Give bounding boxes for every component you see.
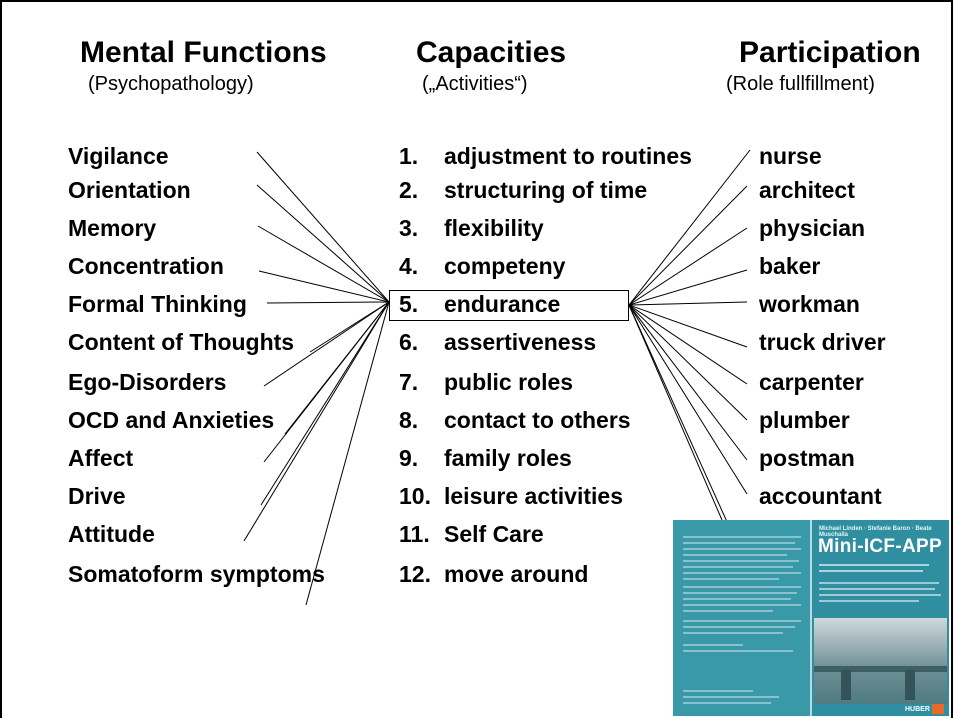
capacity-item: 10. leisure activities bbox=[399, 482, 623, 510]
capacity-item: 2. structuring of time bbox=[399, 176, 647, 204]
capacity-number: 10. bbox=[399, 483, 431, 509]
capacity-number: 2. bbox=[399, 177, 419, 203]
book-authors: Michael Linden · Stefanie Baron · Beate … bbox=[819, 526, 932, 538]
publisher-logo-mark bbox=[932, 704, 944, 714]
connector-line bbox=[628, 304, 748, 461]
mental-functions-subtitle: (Psychopathology) bbox=[88, 73, 254, 95]
mental-function-item: Vigilance bbox=[68, 143, 169, 169]
connector-line bbox=[628, 304, 748, 385]
connector-line bbox=[266, 301, 390, 304]
capacity-label: assertiveness bbox=[444, 329, 597, 355]
capacity-item: 3. flexibility bbox=[399, 214, 544, 242]
capacity-number: 5. bbox=[399, 291, 419, 317]
mental-function-item: Content of Thoughts bbox=[68, 329, 295, 355]
capacities-subtitle: („Activities“) bbox=[422, 73, 528, 95]
capacity-label: adjustment to routines bbox=[444, 143, 692, 169]
endurance-highlight-box bbox=[389, 290, 629, 321]
mental-function-item: Formal Thinking bbox=[68, 291, 247, 317]
participation-item: nurse bbox=[759, 143, 822, 169]
capacity-label: contact to others bbox=[444, 407, 631, 433]
connector-line bbox=[628, 304, 748, 421]
participation-item: physician bbox=[759, 215, 866, 241]
participation-item: truck driver bbox=[759, 329, 886, 355]
participation-item: baker bbox=[759, 253, 821, 279]
connector-line bbox=[628, 304, 729, 525]
connector-line bbox=[263, 301, 390, 387]
capacity-item: 4. competeny bbox=[399, 252, 565, 280]
capacity-item: 8. contact to others bbox=[399, 406, 631, 434]
capacity-number: 7. bbox=[399, 369, 419, 395]
mental-function-item: Drive bbox=[68, 483, 126, 509]
participation-subtitle: (Role fullfillment) bbox=[726, 73, 875, 95]
capacity-number: 8. bbox=[399, 407, 419, 433]
connector-line bbox=[628, 227, 748, 306]
connector-line bbox=[628, 149, 751, 306]
connector-line bbox=[258, 270, 390, 303]
mental-function-item: Concentration bbox=[68, 253, 224, 279]
mental-function-item: Ego-Disorders bbox=[68, 369, 227, 395]
connector-line bbox=[305, 301, 390, 606]
capacity-item: 7. public roles bbox=[399, 368, 573, 396]
capacity-item: 12. move around bbox=[399, 560, 588, 588]
capacity-item: 6. assertiveness bbox=[399, 328, 596, 356]
connector-line bbox=[628, 304, 748, 348]
mental-function-item: Memory bbox=[68, 215, 157, 241]
capacity-number: 6. bbox=[399, 329, 419, 355]
cover-photo-bridge bbox=[814, 666, 947, 672]
connector-line bbox=[628, 269, 748, 306]
back-cover-panel bbox=[673, 520, 810, 716]
capacity-label: public roles bbox=[444, 369, 574, 395]
book-title: Mini-ICF-APP bbox=[818, 536, 942, 557]
capacity-item-endurance: 5. endurance bbox=[399, 290, 560, 318]
capacity-number: 9. bbox=[399, 445, 419, 471]
connector-line bbox=[263, 301, 390, 463]
capacities-title: Capacities bbox=[416, 36, 567, 69]
mental-function-item: Affect bbox=[68, 445, 134, 471]
connector-line bbox=[256, 184, 390, 303]
connector-line bbox=[628, 304, 748, 495]
connector-line bbox=[257, 225, 390, 303]
cover-photo bbox=[814, 618, 947, 704]
connector-line bbox=[256, 151, 390, 303]
connector-line bbox=[628, 304, 723, 521]
participation-title: Participation bbox=[739, 36, 921, 69]
connector-line bbox=[628, 301, 748, 306]
mental-function-item: Somatoform symptoms bbox=[68, 561, 325, 587]
publisher-logo: HUBER bbox=[905, 706, 930, 713]
participation-item: postman bbox=[759, 445, 855, 471]
connector-line bbox=[243, 301, 390, 542]
capacity-number: 4. bbox=[399, 253, 419, 279]
capacity-label: Self Care bbox=[444, 521, 544, 547]
capacity-label: structuring of time bbox=[444, 177, 648, 203]
mini-icf-app-book-cover: Michael Linden · Stefanie Baron · Beate … bbox=[673, 520, 949, 716]
participation-item: architect bbox=[759, 177, 855, 203]
capacity-label: move around bbox=[444, 561, 589, 587]
participation-item: accountant bbox=[759, 483, 882, 509]
mental-function-item: Orientation bbox=[68, 177, 191, 203]
mental-function-item: OCD and Anxieties bbox=[68, 407, 275, 433]
capacity-number: 1. bbox=[399, 143, 419, 169]
capacity-number: 12. bbox=[399, 561, 431, 587]
participation-item: carpenter bbox=[759, 369, 864, 395]
connector-line bbox=[628, 185, 748, 306]
capacity-label: flexibility bbox=[444, 215, 544, 241]
participation-item: plumber bbox=[759, 407, 850, 433]
capacity-number: 11. bbox=[399, 521, 430, 547]
mental-functions-title: Mental Functions bbox=[80, 36, 327, 69]
connector-line bbox=[260, 301, 390, 506]
participation-item: workman bbox=[759, 291, 860, 317]
capacity-item: 1. adjustment to routines bbox=[399, 142, 692, 170]
capacity-item: 11. Self Care bbox=[399, 520, 544, 548]
mental-function-item: Attitude bbox=[68, 521, 155, 547]
capacity-number: 3. bbox=[399, 215, 419, 241]
capacity-item: 9. family roles bbox=[399, 444, 572, 472]
capacity-label: leisure activities bbox=[444, 483, 623, 509]
capacity-label: competeny bbox=[444, 253, 566, 279]
capacity-label: endurance bbox=[444, 291, 561, 317]
capacity-label: family roles bbox=[444, 445, 572, 471]
